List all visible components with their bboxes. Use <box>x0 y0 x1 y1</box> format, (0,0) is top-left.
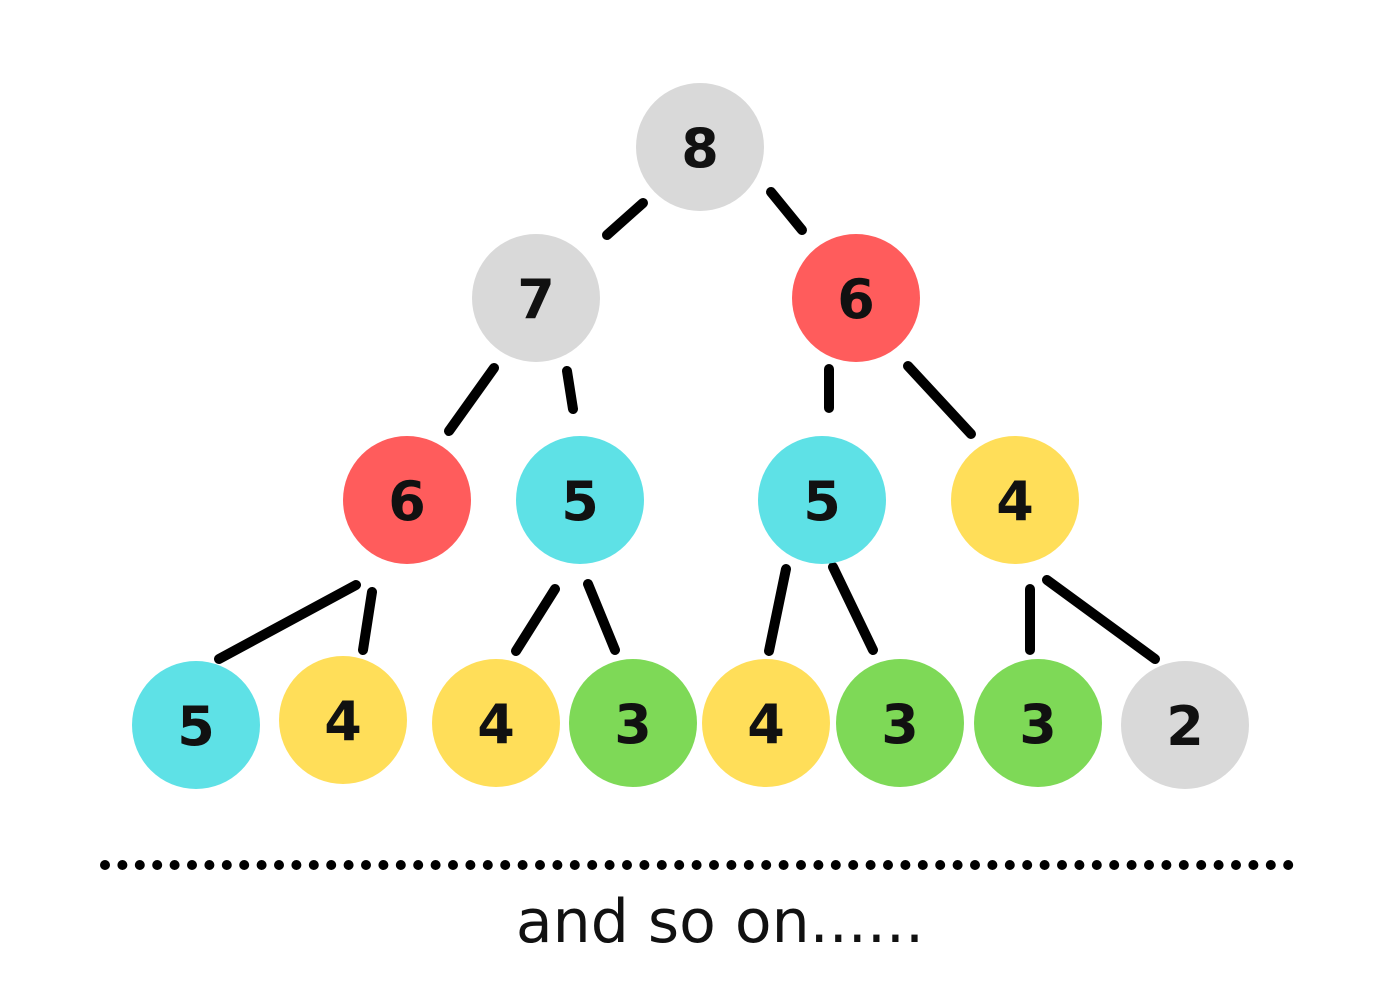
node-circle <box>132 661 260 789</box>
node-circle <box>279 656 407 784</box>
tree-edge <box>766 187 807 235</box>
tree-edge <box>511 584 560 656</box>
tree-node: 4 <box>279 656 407 784</box>
tree-node: 6 <box>792 234 920 362</box>
node-label: 5 <box>803 470 841 533</box>
tree-node: 3 <box>974 659 1102 787</box>
tree-node: 5 <box>758 436 886 564</box>
node-circle <box>974 659 1102 787</box>
tree-edge <box>562 366 578 414</box>
node-circle <box>792 234 920 362</box>
node-circle <box>1121 661 1249 789</box>
node-circle <box>951 436 1079 564</box>
tree-node: 4 <box>951 436 1079 564</box>
tree-edge <box>358 587 377 655</box>
tree-node: 2 <box>1121 661 1249 789</box>
node-circle <box>636 83 764 211</box>
node-circle <box>702 659 830 787</box>
tree-node: 3 <box>836 659 964 787</box>
tree-node: 7 <box>472 234 600 362</box>
node-circle <box>343 436 471 564</box>
tree-nodes: 8 7 6 6 5 5 4 5 4 4 3 4 3 3 2 <box>132 83 1249 789</box>
tree-edge <box>214 580 361 664</box>
node-label: 6 <box>837 268 875 331</box>
node-label: 5 <box>561 470 599 533</box>
node-label: 3 <box>614 693 652 756</box>
tree-node: 5 <box>132 661 260 789</box>
node-label: 7 <box>517 268 555 331</box>
tree-edge <box>444 363 499 436</box>
node-circle <box>569 659 697 787</box>
tree-edge <box>828 562 878 655</box>
node-circle <box>432 659 560 787</box>
node-label: 4 <box>477 693 515 756</box>
node-label: 4 <box>747 693 785 756</box>
node-circle <box>472 234 600 362</box>
node-label: 4 <box>996 470 1034 533</box>
tree-edges <box>214 187 1160 664</box>
tree-node: 8 <box>636 83 764 211</box>
node-circle <box>758 436 886 564</box>
tree-node: 6 <box>343 436 471 564</box>
node-label: 6 <box>388 470 426 533</box>
node-label: 3 <box>1019 693 1057 756</box>
node-label: 2 <box>1166 695 1204 758</box>
tree-node: 4 <box>432 659 560 787</box>
node-label: 5 <box>177 695 215 758</box>
tree-edge <box>903 361 976 439</box>
node-label: 8 <box>681 117 719 180</box>
caption-text: and so on...... <box>516 887 924 957</box>
node-circle <box>836 659 964 787</box>
tree-edge <box>764 564 791 656</box>
tree-node: 4 <box>702 659 830 787</box>
node-label: 3 <box>881 693 919 756</box>
tree-edge <box>602 198 648 240</box>
tree-edge <box>1042 575 1160 664</box>
tree-node: 3 <box>569 659 697 787</box>
tree-node: 5 <box>516 436 644 564</box>
tree-edge <box>583 579 620 655</box>
node-label: 4 <box>324 690 362 753</box>
node-circle <box>516 436 644 564</box>
